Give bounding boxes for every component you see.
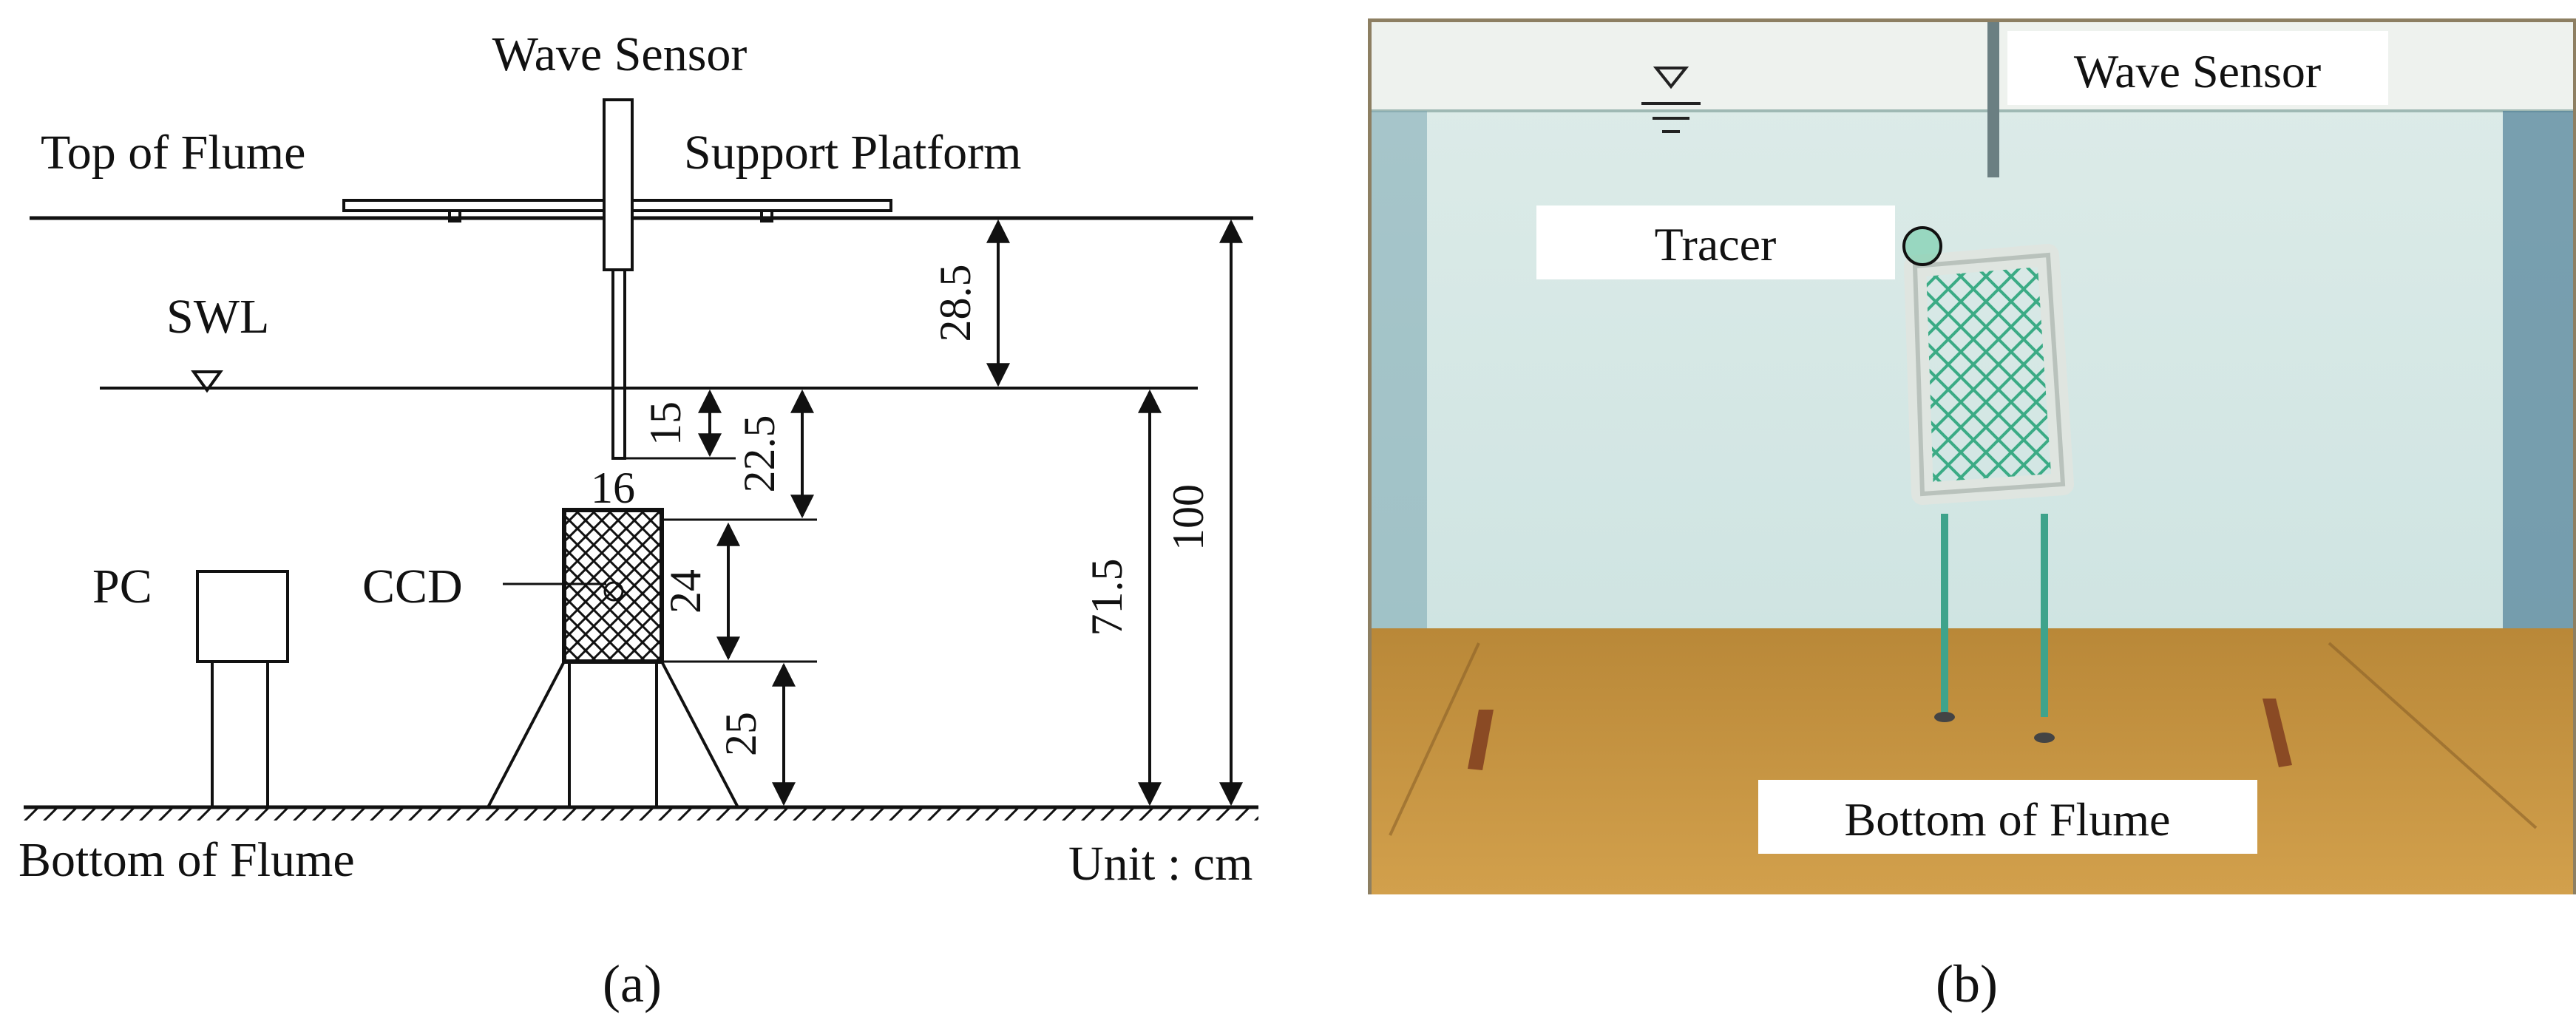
panel-b-photo: Wave Sensor Tracer Bottom of Flume (b): [1368, 18, 2576, 1013]
label-swl: SWL: [166, 290, 269, 344]
label-bottom-of-flume-b: Bottom of Flume: [1845, 793, 2171, 846]
dim-top-to-swl: 28.5: [931, 265, 980, 342]
dim-cage-elevation: 25: [716, 712, 765, 756]
caption-a: (a): [603, 954, 662, 1013]
cage-frame: [562, 508, 664, 664]
label-wave-sensor-a: Wave Sensor: [492, 27, 748, 81]
label-ccd: CCD: [362, 560, 463, 614]
sand-edge-lines: [1389, 642, 2538, 836]
label-tracer: Tracer: [1655, 218, 1777, 271]
pc-box: [196, 570, 289, 663]
panel-a-labels: Wave Sensor Top of Flume Support Platfor…: [18, 27, 1253, 1013]
cage-net: [563, 509, 663, 663]
dim-sensor-submergence: 15: [641, 401, 690, 446]
flume-bottom-sand: [1372, 628, 2573, 894]
dim-water-depth: 71.5: [1082, 559, 1131, 636]
dim-swl-to-cage-top: 22.5: [735, 415, 784, 493]
label-bottom-of-flume-a: Bottom of Flume: [18, 833, 355, 887]
photo-label-box-wave-sensor: [2007, 31, 2388, 105]
panel-a-schematic: [24, 98, 1258, 821]
cage-net-photo: [1915, 255, 2063, 494]
platform-clip-right: [760, 209, 773, 222]
photo-label-box-bottom: [1758, 780, 2257, 854]
cage-foot-right: [2034, 733, 2055, 743]
caption-b: (b): [1936, 954, 1998, 1013]
bottom-hatching: [24, 807, 1258, 821]
label-wave-sensor-b: Wave Sensor: [2074, 45, 2321, 98]
dim-cage-width: 16: [591, 463, 635, 512]
floor-stake-left: [1468, 710, 1494, 770]
left-side-strip: [1372, 111, 1427, 628]
cage-leg-right: [2041, 514, 2048, 717]
label-top-of-flume: Top of Flume: [41, 126, 305, 180]
label-unit: Unit : cm: [1068, 837, 1253, 891]
ccd-marker: [603, 581, 624, 602]
cage-leg-left: [1941, 514, 1948, 717]
platform-clip-left: [448, 209, 461, 222]
swl-triangle: [191, 370, 223, 393]
right-side-strip: [2503, 111, 2573, 628]
cage-frame-photo-shade: [1912, 252, 2066, 497]
floor-stake-right: [2263, 699, 2292, 767]
label-pc: PC: [92, 560, 152, 614]
dim-cage-height: 24: [661, 569, 710, 614]
tank-top-band: [1372, 22, 2573, 111]
tracer-marker: [1902, 226, 1942, 266]
wave-sensor-probe: [611, 268, 626, 460]
wave-sensor-body: [603, 98, 634, 271]
stand-leg-left: [487, 661, 566, 808]
stand-leg-right: [660, 661, 739, 808]
photo-label-box-tracer: [1536, 205, 1895, 279]
photo-wave-sensor-rod: [1987, 22, 1999, 177]
dim-flume-height: 100: [1164, 484, 1213, 551]
label-support-platform: Support Platform: [684, 126, 1022, 180]
photo-swl-triangle: [1653, 67, 1689, 89]
cage-foot-left: [1934, 712, 1955, 722]
